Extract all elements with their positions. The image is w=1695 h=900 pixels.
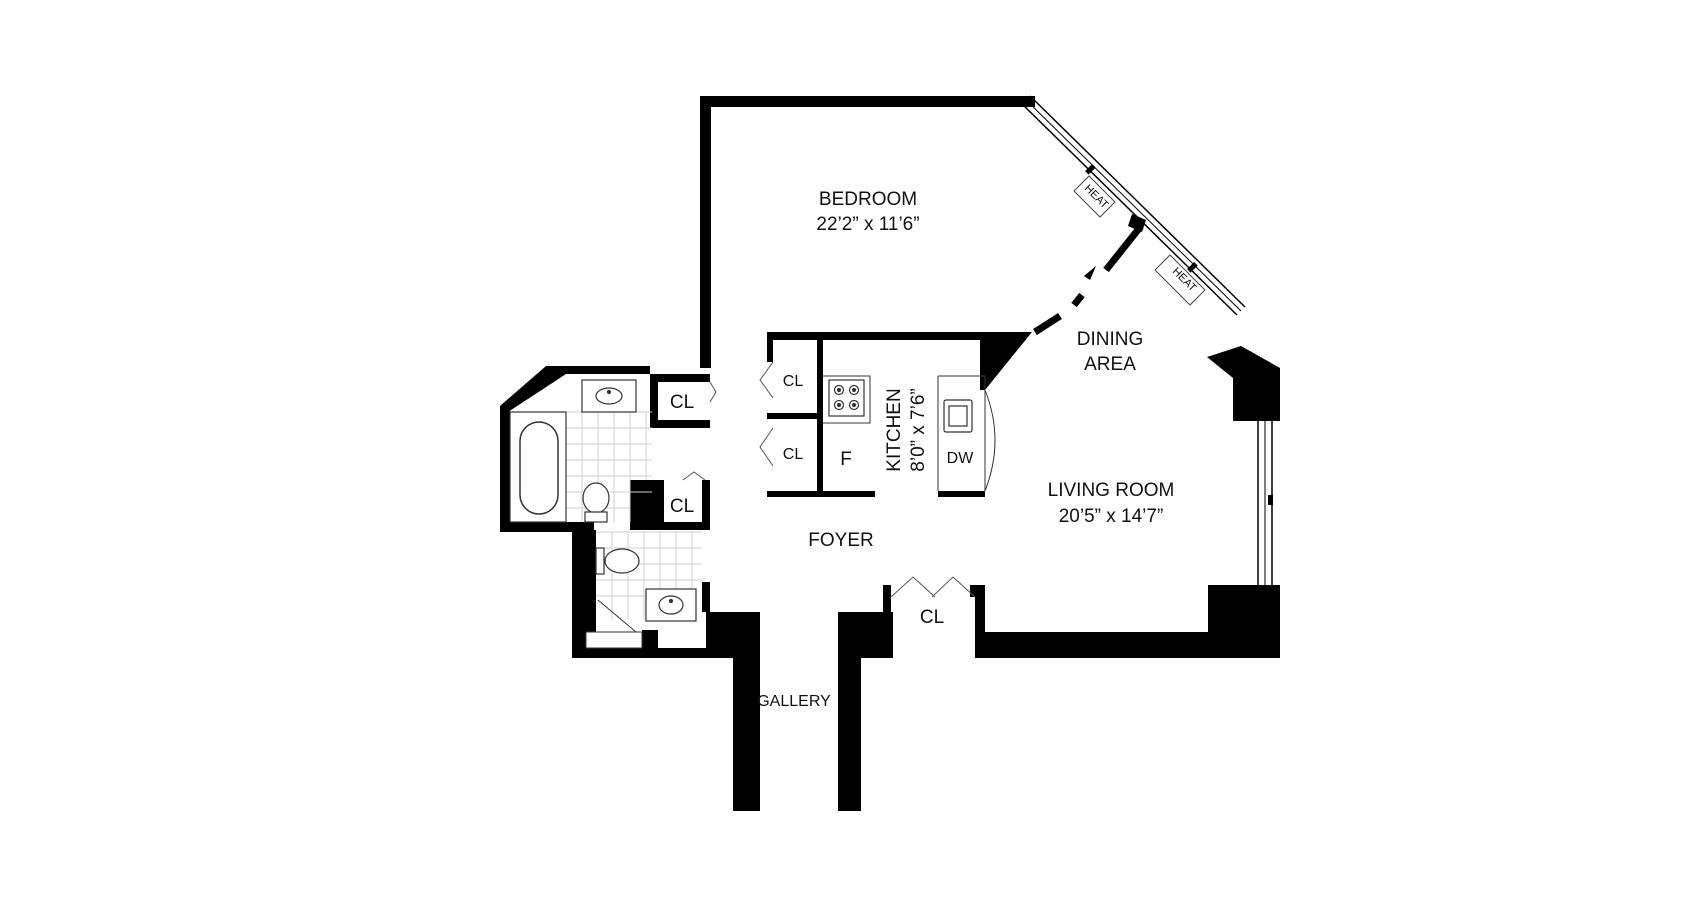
living-room-dimensions: 20’5” x 14’7” (1059, 506, 1164, 527)
stove-icon (828, 379, 865, 417)
kitchen-dimensions: 8’0” x 7’6” (908, 388, 929, 471)
bathroom-sink-icon (581, 379, 637, 413)
room-labels: BEDROOM 22’2” x 11’6” DINING AREA LIVING… (670, 189, 1174, 710)
wall-powder-right-low (702, 582, 710, 612)
heater-icon (1073, 175, 1206, 306)
wall-bedroom-top (700, 96, 1035, 107)
wall-front-closet-right (970, 585, 978, 597)
wall-kitchen-bottom-right (938, 491, 985, 497)
wall-kitchen-top (767, 332, 985, 340)
counter-outline (823, 375, 986, 491)
kitchen-curve (984, 389, 996, 492)
bedroom-dimensions: 22’2” x 11’6” (816, 214, 919, 235)
partition-wall (1033, 223, 1144, 335)
wall-gallery-right (838, 612, 861, 811)
kitchen-label: KITCHEN (884, 388, 905, 471)
closet-label-middle: CL (670, 496, 694, 517)
gallery-label: GALLERY (757, 693, 831, 710)
door-swing-icon-closets (682, 361, 976, 598)
wall-column-lower-right (1208, 585, 1280, 635)
wall-closet-a-top (650, 374, 710, 382)
wall-powder-bottom (572, 648, 734, 658)
wall-closet-b-bottom (630, 522, 710, 530)
wall-bath-bottom (500, 522, 594, 532)
fridge-label: F (840, 449, 852, 470)
wall-bath-right-upper (652, 406, 658, 428)
kitchen-sink-icon (943, 399, 973, 433)
dishwasher-label: DW (947, 450, 975, 467)
closet-label-upper: CL (670, 392, 694, 413)
toilet-icon (582, 482, 610, 523)
bathroom-sink-icon-2 (645, 588, 697, 622)
foyer-label: FOYER (808, 530, 873, 551)
wall-kitchen-dining-diagonal (980, 332, 1032, 390)
wall-closet-b-right (702, 480, 710, 528)
wall-bedroom-left (700, 96, 711, 368)
wall-column-upper-right (1207, 346, 1280, 421)
wall-gallery-left (733, 612, 760, 811)
wall-bath-corner (500, 366, 650, 412)
window-icon (1017, 95, 1273, 585)
wall-living-bottom (985, 632, 1280, 658)
wall-powder-corner (642, 630, 658, 650)
living-room-label: LIVING ROOM (1048, 480, 1175, 501)
bedroom-label: BEDROOM (819, 189, 917, 210)
bathtub-icon (509, 411, 567, 523)
dining-label-2: AREA (1084, 354, 1136, 375)
wall-front-closet-left (883, 585, 891, 612)
closet-label-front: CL (920, 607, 944, 628)
dining-label: DINING (1077, 329, 1144, 350)
walls (500, 96, 1280, 811)
door-arrow-icon (1084, 266, 1096, 280)
wall-closet-divider (767, 413, 823, 419)
wall-bath-left (500, 406, 510, 532)
closet-label-kitchen-lower: CL (783, 446, 804, 463)
linen-shelf (585, 631, 643, 649)
toilet-icon-2 (595, 547, 640, 575)
wall-closets-left-top (767, 332, 773, 362)
wall-closet-bottom-right (975, 585, 985, 658)
wall-closet-b-block (630, 480, 664, 528)
wall-closet-a-bottom (650, 420, 710, 428)
wall-closets-bottom (767, 491, 875, 497)
door-swing-icon (597, 599, 637, 633)
closet-label-kitchen-upper: CL (783, 373, 804, 390)
wall-closet-a-left (650, 374, 658, 428)
